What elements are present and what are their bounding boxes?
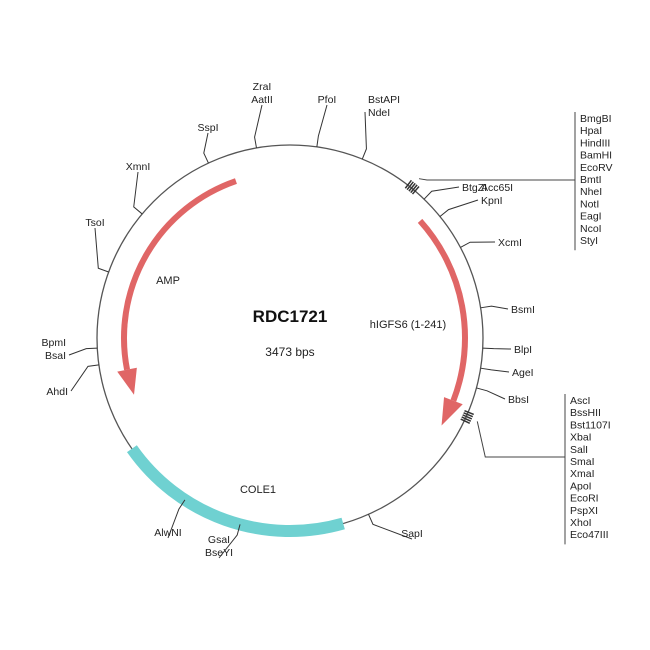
site-label-styi: StyI bbox=[580, 235, 598, 247]
site-label-eagi: EagI bbox=[580, 211, 602, 223]
site-tick bbox=[480, 367, 510, 373]
site-label-xmai: XmaI bbox=[570, 468, 595, 480]
site-label-acc65i: Acc65I bbox=[481, 182, 513, 194]
site-label-hpai: HpaI bbox=[580, 125, 602, 137]
site-tick bbox=[368, 514, 413, 540]
site-tick bbox=[218, 524, 241, 559]
feature-label-higfs6: hIGFS6 (1-241) bbox=[370, 319, 446, 331]
site-label-bsai: BsaI bbox=[45, 350, 66, 362]
site-label-zrai: ZraI bbox=[253, 81, 272, 93]
site-label-xbai: XbaI bbox=[570, 432, 592, 444]
site-label-bseyi: BseYI bbox=[205, 547, 233, 559]
mcs-tick bbox=[406, 181, 414, 191]
plasmid-name: RDC1721 bbox=[253, 307, 328, 326]
higfs6-feature-arc bbox=[417, 218, 468, 402]
site-label-ncoi: NcoI bbox=[580, 223, 602, 235]
site-label-bpmi: BpmI bbox=[41, 337, 66, 349]
site-label-xcmi: XcmI bbox=[498, 237, 522, 249]
site-label-eco47iii: Eco47III bbox=[570, 529, 609, 541]
site-label-bsshii: BssHII bbox=[570, 407, 601, 419]
site-tick bbox=[70, 364, 99, 392]
cole1-feature bbox=[126, 445, 345, 537]
site-tick bbox=[167, 499, 186, 539]
site-label-agei: AgeI bbox=[512, 367, 534, 379]
site-tick bbox=[68, 347, 98, 356]
site-label-bamhi: BamHI bbox=[580, 150, 612, 162]
site-label-aatii: AatII bbox=[251, 94, 273, 106]
site-tick bbox=[94, 227, 109, 273]
site-label-asci: AscI bbox=[570, 395, 590, 407]
amp-feature-arc bbox=[121, 178, 237, 371]
mcs-tick bbox=[461, 416, 472, 422]
feature-label-cole1: COLE1 bbox=[240, 484, 276, 496]
site-label-ndei: NdeI bbox=[368, 107, 390, 119]
mcs-tick bbox=[462, 414, 473, 420]
site-label-blpi: BlpI bbox=[514, 344, 532, 356]
feature-label-amp: AMP bbox=[156, 275, 180, 287]
site-label-hindiii: HindIII bbox=[580, 137, 610, 149]
site-label-ahdi: AhdI bbox=[46, 386, 68, 398]
site-label-gsai: GsaI bbox=[208, 534, 230, 546]
site-label-bst1107i: Bst1107I bbox=[570, 419, 611, 431]
site-tick bbox=[476, 387, 506, 400]
site-label-pspxi: PspXI bbox=[570, 505, 598, 517]
mcs-leader-line bbox=[418, 178, 575, 181]
site-label-ecorv: EcoRV bbox=[580, 162, 613, 174]
site-label-smai: SmaI bbox=[570, 456, 595, 468]
mcs-tick bbox=[463, 412, 474, 418]
site-label-tsoi: TsoI bbox=[85, 217, 104, 229]
mcs-tick bbox=[408, 182, 416, 192]
plasmid-size: 3473 bps bbox=[265, 345, 314, 359]
site-label-sapi: SapI bbox=[401, 528, 423, 540]
site-label-ecori: EcoRI bbox=[570, 493, 599, 505]
mcs-tick bbox=[404, 179, 413, 189]
mcs-tick bbox=[464, 409, 475, 416]
site-tick bbox=[254, 104, 263, 149]
site-tick bbox=[480, 305, 509, 310]
site-label-nhei: NheI bbox=[580, 186, 602, 198]
site-label-sspi: SspI bbox=[197, 122, 218, 134]
site-label-btgzi: BtgZI bbox=[462, 182, 487, 194]
site-label-xhoi: XhoI bbox=[570, 517, 592, 529]
site-label-noti: NotI bbox=[580, 198, 599, 210]
site-tick bbox=[439, 199, 479, 217]
site-label-sali: SalI bbox=[570, 444, 588, 456]
site-label-apoi: ApoI bbox=[570, 480, 592, 492]
site-label-bbsi: BbsI bbox=[508, 394, 529, 406]
mcs-tick bbox=[411, 185, 420, 195]
site-label-kpni: KpnI bbox=[481, 195, 503, 207]
amp-feature-arrowhead bbox=[117, 367, 137, 395]
site-tick bbox=[423, 186, 460, 200]
site-label-alwni: AlwNI bbox=[154, 527, 181, 539]
site-tick bbox=[203, 132, 209, 164]
site-tick bbox=[361, 111, 367, 160]
site-tick bbox=[460, 241, 496, 248]
site-label-bmti: BmtI bbox=[580, 174, 602, 186]
site-tick bbox=[316, 104, 328, 147]
mcs-tick bbox=[410, 184, 418, 194]
site-label-bmgbi: BmgBI bbox=[580, 113, 612, 125]
site-label-bstapi: BstAPI bbox=[368, 94, 400, 106]
site-label-bsmi: BsmI bbox=[511, 304, 535, 316]
site-label-pfoi: PfoI bbox=[318, 94, 337, 106]
site-label-xmni: XmnI bbox=[126, 161, 151, 173]
mcs-leader-line bbox=[476, 421, 565, 458]
higfs6-feature-arrowhead bbox=[441, 397, 463, 426]
mcs-tick bbox=[460, 418, 471, 425]
site-tick bbox=[133, 171, 143, 215]
site-tick bbox=[482, 347, 512, 350]
